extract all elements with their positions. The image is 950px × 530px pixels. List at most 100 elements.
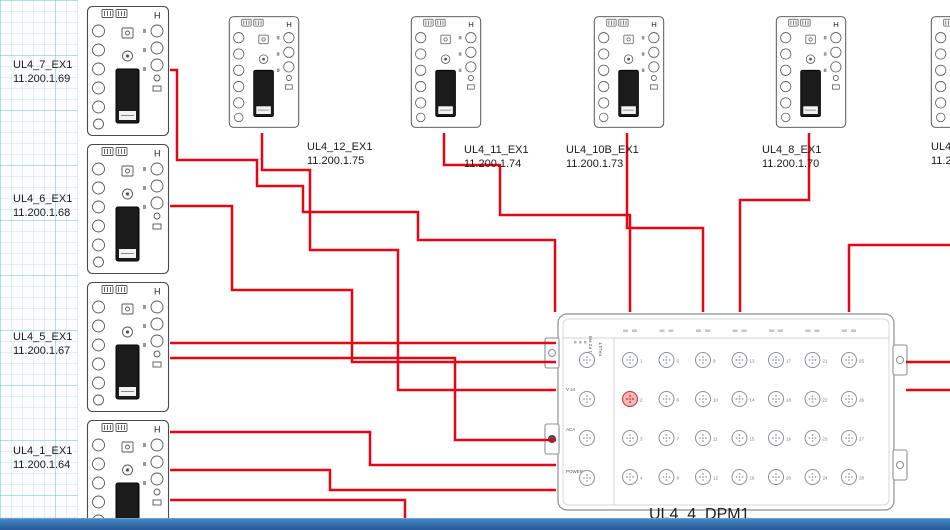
port-pin (629, 434, 631, 436)
port-pin (629, 401, 631, 403)
port-pin (811, 401, 814, 403)
port-pin (662, 359, 665, 361)
device-ip: 11.200.1.69 (13, 73, 71, 86)
port-pin (808, 476, 811, 478)
port-pin (848, 362, 850, 364)
device-label: UL4_8_EX1 11.200.1.70 (762, 143, 821, 172)
port-pin (738, 356, 741, 358)
device-module-ul4-6[interactable] (86, 143, 170, 275)
device-module-ul4-8[interactable] (775, 16, 847, 128)
port-pin (702, 437, 704, 439)
port-pin (662, 437, 665, 439)
device-module-ul4-10b[interactable] (593, 16, 665, 128)
port-pin (702, 479, 704, 481)
wire[interactable] (170, 68, 557, 312)
port-pin (665, 359, 668, 361)
device-module-ul4-7[interactable] (86, 5, 170, 137)
port-pin (668, 359, 671, 361)
device-ip: 11.2 (931, 155, 950, 168)
port-number: 8 (677, 476, 680, 481)
port-pin (629, 476, 631, 478)
top-tick (632, 329, 637, 332)
port-pin (811, 437, 814, 439)
port-pin (629, 437, 631, 439)
drm-device[interactable]: P1 P2 FM FAULT V 24 ACA POWER 1234567891… (544, 313, 908, 511)
port-pin (772, 476, 774, 478)
top-tick (842, 329, 847, 332)
device-module-ul4-11[interactable] (410, 16, 482, 128)
wire[interactable] (260, 133, 556, 392)
device-module-ul4-5[interactable] (86, 281, 170, 413)
port-pin (705, 398, 707, 400)
port-pin (632, 437, 634, 439)
bottom-bar[interactable] (0, 518, 950, 530)
wire[interactable] (625, 133, 705, 312)
port-pin (848, 440, 850, 442)
wire[interactable] (170, 430, 556, 467)
port-pin (583, 398, 585, 400)
port-number: 25 (859, 359, 865, 364)
device-ip: 11.200.1.75 (307, 155, 365, 168)
port-number: 24 (823, 476, 829, 481)
port-pin (775, 479, 777, 481)
port-pin (778, 359, 780, 361)
device-module-ul4-12[interactable] (228, 16, 300, 128)
device-module-partial[interactable] (930, 16, 950, 128)
port-pin (811, 395, 814, 397)
port-pin (814, 476, 817, 478)
wire[interactable] (738, 133, 811, 312)
port-pin (741, 359, 744, 361)
port-pin (778, 476, 780, 478)
port-pin (589, 477, 591, 479)
port-pin (586, 356, 588, 358)
port-pin (851, 359, 853, 361)
top-tick (732, 329, 738, 332)
wire[interactable] (170, 468, 556, 492)
port-pin (586, 480, 588, 482)
device-ip: 11.200.1.70 (762, 158, 820, 171)
wire[interactable] (170, 498, 407, 518)
device-label: UL4_1_EX1 11.200.1.64 (13, 444, 72, 473)
port-pin (702, 434, 704, 436)
device-module-ul4-1[interactable] (86, 419, 170, 519)
port-pin (741, 476, 744, 478)
port-pin (775, 398, 777, 400)
port-pin (738, 401, 741, 403)
port-pin (738, 437, 741, 439)
device-label: UL4_5_EX1 11.200.1.67 (13, 330, 72, 359)
power-label: POWER (566, 469, 584, 474)
device-name: UL4_12_EX1 (307, 141, 373, 153)
wire[interactable] (170, 204, 556, 364)
port-pin (775, 437, 777, 439)
port-pin (814, 437, 817, 439)
port-pin (775, 359, 777, 361)
port-pin (665, 440, 668, 442)
port-pin (775, 434, 777, 436)
port-pin (589, 398, 591, 400)
top-tick (778, 329, 783, 332)
wire[interactable] (847, 243, 950, 312)
port-pin (586, 477, 588, 479)
port-pin (775, 476, 777, 478)
port-pin (738, 395, 741, 397)
port-number: 17 (786, 359, 792, 364)
top-tick (769, 329, 774, 332)
port-pin (583, 359, 585, 361)
wire[interactable] (442, 133, 632, 312)
port-pin (629, 440, 631, 442)
port-pin (741, 437, 744, 439)
wire[interactable] (170, 356, 556, 442)
port-pin (586, 401, 588, 403)
port-pin (668, 398, 671, 400)
port-pin (586, 359, 588, 361)
device-ip: 11.200.1.67 (13, 345, 71, 358)
top-tick (668, 329, 674, 332)
port-pin (814, 398, 817, 400)
port-pin (738, 398, 741, 400)
device-name: UL4_10B_EX1 (566, 144, 639, 156)
wiring (170, 68, 950, 518)
port-pin (626, 359, 628, 361)
port-pin (814, 359, 817, 361)
port-pin (772, 437, 774, 439)
port-pin (583, 477, 585, 479)
